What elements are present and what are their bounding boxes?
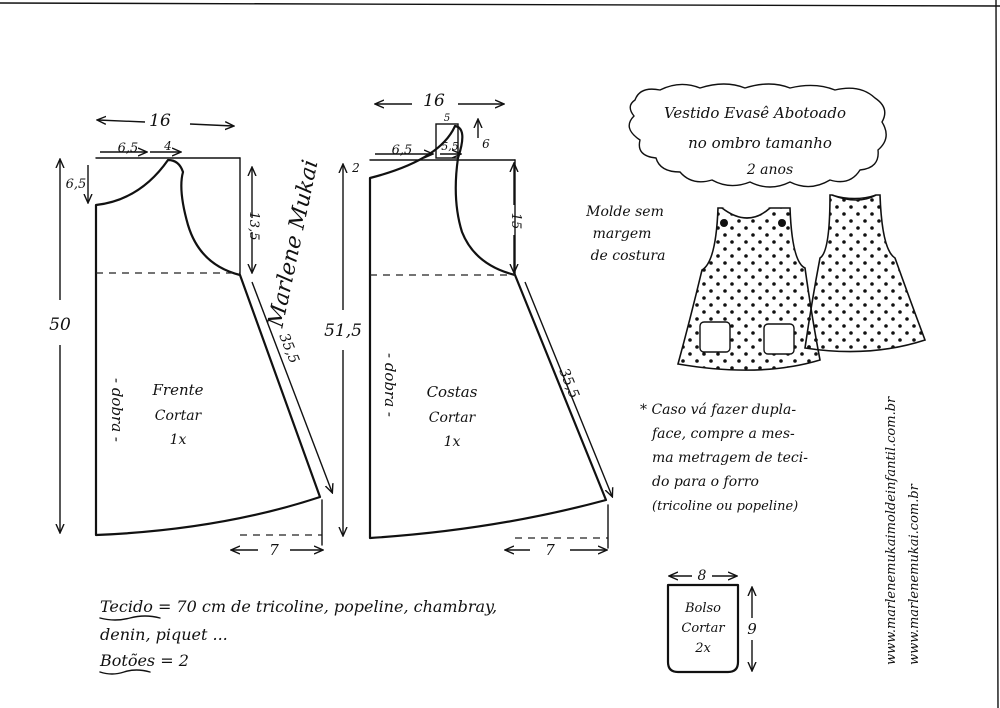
front-outline [94,158,322,537]
front-dress-pocket-right [763,323,795,355]
front-dress-pocket-left [699,321,731,353]
lining-note-line4: do para o forro [652,474,759,490]
back-width-label: 16 [423,91,445,111]
front-neck-label: 6,5 [118,141,139,156]
materials-line2: denin, piquet ... [100,625,228,644]
back-armhole-label: 15 [508,213,523,230]
front-dress-button-left [720,219,728,227]
pocket-height-label: 9 [747,620,757,638]
front-name-label: Frente [151,381,203,399]
dress-illustration-front [676,207,821,371]
front-piece: 16 6,5 4 6,5 13,5 50 35,5 7 - dobra - Fr… [49,111,332,559]
pocket-name-label: Bolso [684,601,721,616]
page-edge-right [995,0,999,708]
back-piece: 16 6,5 5,5 5 6 2 15 51,5 35,5 7 - dobra … [324,91,612,559]
front-side-arrow [251,281,332,492]
front-dress-button-right [778,219,786,227]
title-line3: 2 anos [746,162,793,178]
website-1: www.marlenemukaimoldeinfantil.com.br [884,396,899,665]
back-tab-height-label: 6 [482,137,490,151]
back-length-label: 51,5 [324,321,362,341]
lining-note-line2: face, compre a mes- [651,426,795,442]
dress-illustration-back [804,194,927,353]
back-neck-label: 6,5 [392,143,413,158]
front-width-arrow-left [98,120,146,122]
back-cut-label: Cortar [429,410,477,426]
seam-note-line3: de costura [591,248,666,264]
front-neckdepth-label: 6,5 [66,177,87,192]
page-edge-top [0,2,1000,7]
title-line2: no ombro tamanho [688,134,832,152]
back-shoulder-label: 5,5 [441,140,459,153]
title-line1: Vestido Evasê Abotoado [664,104,846,122]
front-fold-label: - dobra - [108,378,126,442]
pocket-width-label: 8 [698,568,707,584]
back-dress-body [804,194,927,353]
lining-note-line5: (tricoline ou popeline) [652,499,798,514]
front-side-label: 35,5 [275,331,302,366]
back-name-label: Costas [427,383,478,401]
back-hem-label: 7 [545,541,555,559]
lining-note-line3: ma metragem de teci- [652,450,808,466]
seam-note-line2: margem [593,226,652,242]
back-outline [368,124,608,540]
front-hem-label: 7 [269,541,279,559]
back-qty-label: 1x [444,434,461,450]
front-width-label: 16 [149,111,171,131]
pocket-cut-label: Cortar [681,621,725,636]
back-dress-neckline [831,194,877,200]
front-length-label: 50 [49,315,71,335]
website-2: www.marlenemukai.com.br [907,483,922,665]
title-cloud: Vestido Evasê Abotoado no ombro tamanho … [628,83,887,188]
pocket-qty-label: 2x [694,641,711,656]
materials-line3: Botões = 2 [99,651,189,670]
pocket-outline [666,583,740,674]
materials-underline-tecido [99,615,161,621]
front-cut-label: Cortar [155,408,203,424]
back-fold-label: - dobra - [381,353,399,417]
front-armhole-label: 13,5 [246,212,261,241]
lining-note-line1: * Caso vá fazer dupla- [640,402,796,418]
back-tab-box [435,123,459,159]
seam-note-line1: Molde sem [585,204,664,220]
front-width-arrow-right [189,124,233,126]
back-neckdepth-label: 2 [351,161,360,175]
signature: Marlene Mukai [263,158,323,331]
back-side-arrow [524,281,612,496]
pocket-piece: 8 9 Bolso Cortar 2x [666,568,757,674]
materials-underline-botoes [99,669,151,675]
back-tab-label: 5 [444,113,450,124]
front-qty-label: 1x [170,432,187,448]
front-shoulder-label: 4 [163,139,172,153]
cloud-outline [628,83,887,188]
materials-line1: Tecido = 70 cm de tricoline, popeline, c… [100,597,497,616]
front-dress-neckline [721,207,771,219]
